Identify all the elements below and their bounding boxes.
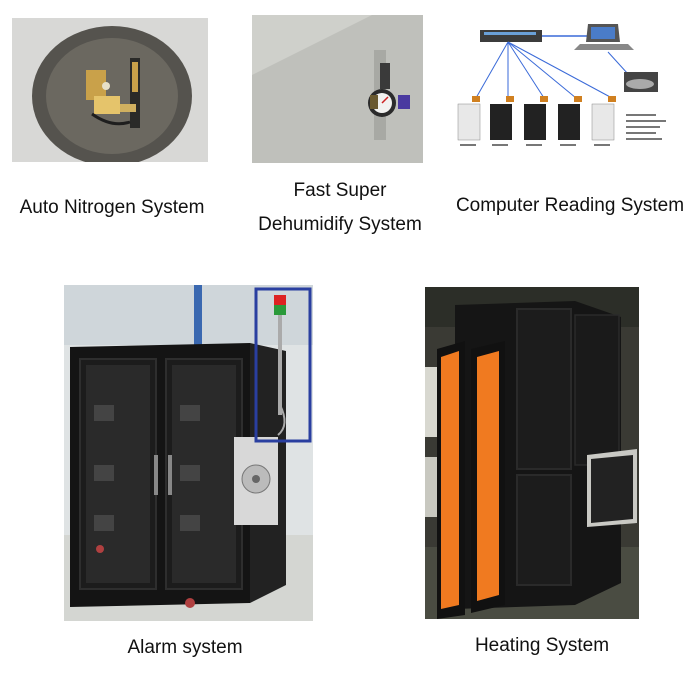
alarm-cabinet-image xyxy=(64,285,313,621)
caption-dehumidify-line2: Dehumidify System xyxy=(258,214,422,235)
dehumidify-gauge-image xyxy=(252,15,423,163)
dehumidify-photo xyxy=(252,15,423,163)
heating-cabinet-image xyxy=(425,287,639,619)
caption-alarm: Alarm system xyxy=(127,637,243,658)
alarm-photo xyxy=(64,285,313,621)
heating-photo xyxy=(425,287,639,619)
caption-computer-reading: Computer Reading System xyxy=(455,195,685,216)
caption-heating: Heating System xyxy=(474,635,610,656)
nitrogen-valve-image xyxy=(12,18,208,162)
auto-nitrogen-photo xyxy=(12,18,208,162)
caption-auto-nitrogen: Auto Nitrogen System xyxy=(19,197,205,218)
computer-reading-photo xyxy=(448,18,680,158)
caption-dehumidify-line1: Fast Super xyxy=(293,180,387,201)
network-diagram-image xyxy=(448,18,680,158)
